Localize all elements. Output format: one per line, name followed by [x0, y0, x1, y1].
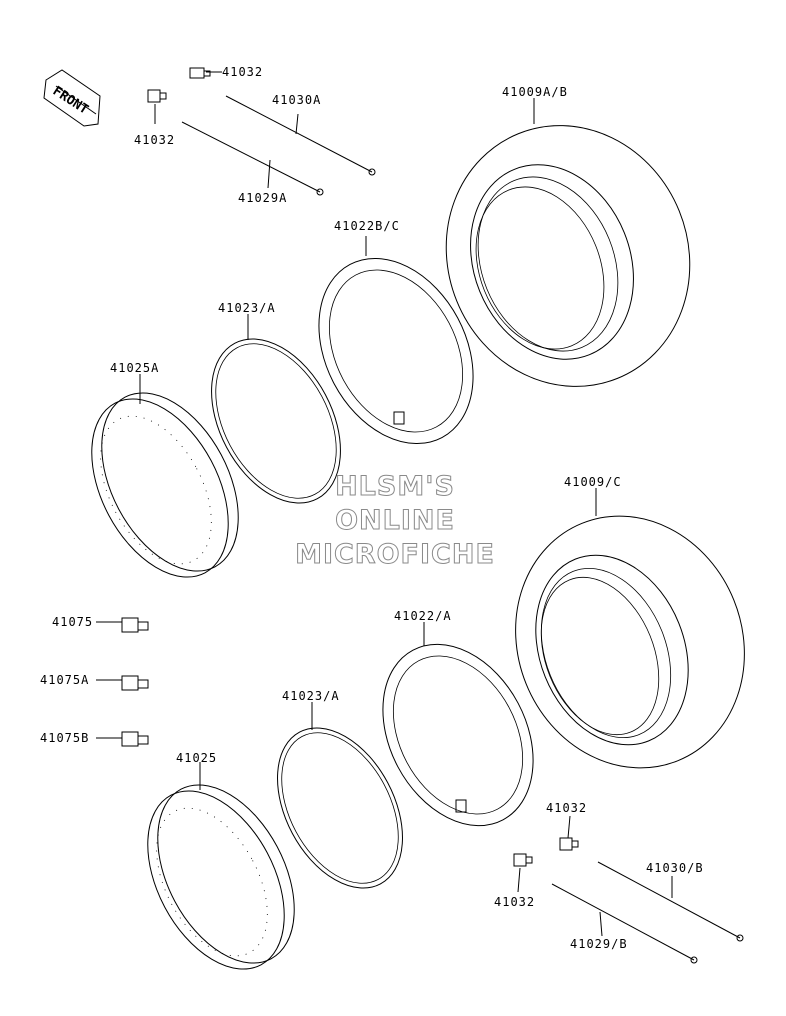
- tube-valve-icon: [393, 411, 405, 425]
- front-tube: [318, 257, 474, 445]
- valve-cap-icon: [147, 89, 167, 103]
- nipple-icon: [121, 675, 149, 691]
- part-label: 41030/B: [646, 861, 704, 875]
- part-label: 41032: [134, 133, 175, 147]
- rear-rim: [147, 784, 295, 970]
- spoke-41030a: [225, 95, 376, 176]
- tube-valve-icon: [455, 799, 467, 813]
- part-label: 41075A: [40, 673, 89, 687]
- part-label: 41029/B: [570, 937, 628, 951]
- valve-cap-icon: [559, 837, 579, 851]
- spoke-41029a: [181, 121, 324, 196]
- part-label: 41032: [494, 895, 535, 909]
- part-label: 41075B: [40, 731, 89, 745]
- valve-cap-icon: [189, 67, 211, 79]
- part-label: 41075: [52, 615, 93, 629]
- rear-tube: [382, 643, 534, 827]
- part-label: 41009/C: [564, 475, 622, 489]
- nipple-icon: [121, 617, 149, 633]
- nipple-icon: [121, 731, 149, 747]
- spoke-41029b: [551, 883, 698, 964]
- front-rim-band: [211, 338, 341, 504]
- part-label: 41032: [222, 65, 263, 79]
- part-label: 41023/A: [282, 689, 340, 703]
- part-label: 41025A: [110, 361, 159, 375]
- leader-lines: [96, 71, 673, 937]
- part-label: 41009A/B: [502, 85, 568, 99]
- part-label: 41032: [546, 801, 587, 815]
- front-tire: [445, 125, 691, 387]
- part-label: 41025: [176, 751, 217, 765]
- front-badge-text: FRONT: [50, 84, 91, 118]
- front-arrow-icon: FRONT: [43, 69, 101, 127]
- part-label: 41023/A: [218, 301, 276, 315]
- part-label: 41022B/C: [334, 219, 400, 233]
- valve-cap-icon: [513, 853, 533, 867]
- spoke-41030b: [597, 861, 744, 942]
- rear-tire: [515, 515, 745, 769]
- rear-rim-band: [277, 727, 403, 889]
- part-label: 41029A: [238, 191, 287, 205]
- part-label: 41030A: [272, 93, 321, 107]
- part-label: 41022/A: [394, 609, 452, 623]
- front-rim: [91, 392, 239, 578]
